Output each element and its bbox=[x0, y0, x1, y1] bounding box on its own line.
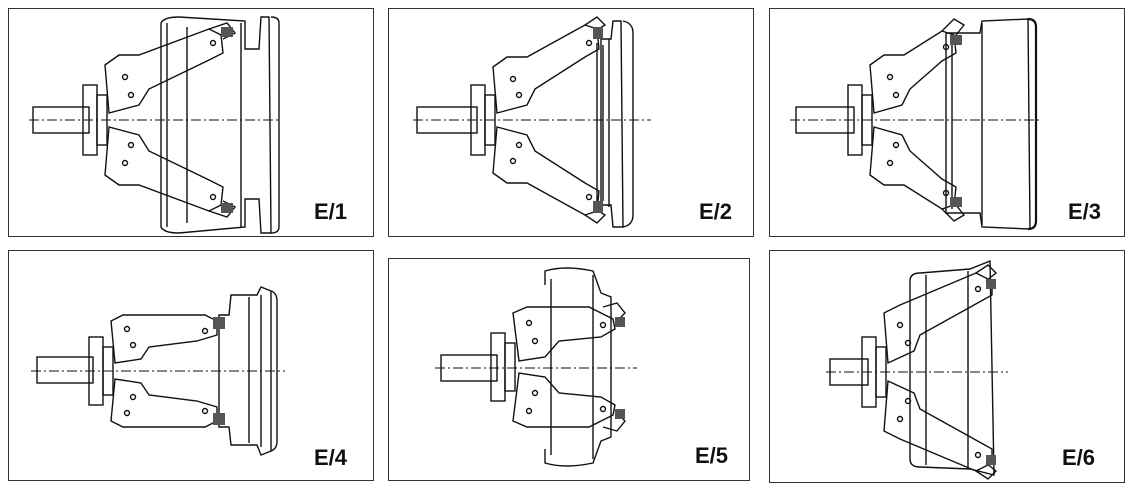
wheel-clamp-drawing bbox=[826, 259, 1008, 480]
panel-label: E/1 bbox=[314, 199, 348, 224]
diagram-panel-e1: E/1 bbox=[8, 8, 374, 237]
panel-label: E/2 bbox=[699, 199, 733, 224]
wheel-clamp-drawing bbox=[435, 267, 637, 467]
diagram-panel-e5: E/5 bbox=[388, 258, 750, 481]
wheel-clamp-drawing bbox=[29, 16, 280, 234]
panel-label: E/4 bbox=[314, 445, 348, 470]
diagram-panel-e4: E/4 bbox=[8, 250, 374, 481]
wheel-clamp-drawing bbox=[790, 17, 1040, 231]
wheel-clamp-drawing bbox=[413, 16, 651, 228]
panel-label: E/3 bbox=[1068, 199, 1102, 224]
wheel-clamp-drawing bbox=[31, 286, 285, 456]
diagram-panel-e2: E/2 bbox=[388, 8, 754, 237]
panel-label: E/6 bbox=[1062, 445, 1096, 470]
diagram-panel-e6: E/6 bbox=[769, 250, 1125, 483]
panel-label: E/5 bbox=[695, 443, 729, 468]
diagram-panel-e3: E/3 bbox=[769, 8, 1125, 237]
